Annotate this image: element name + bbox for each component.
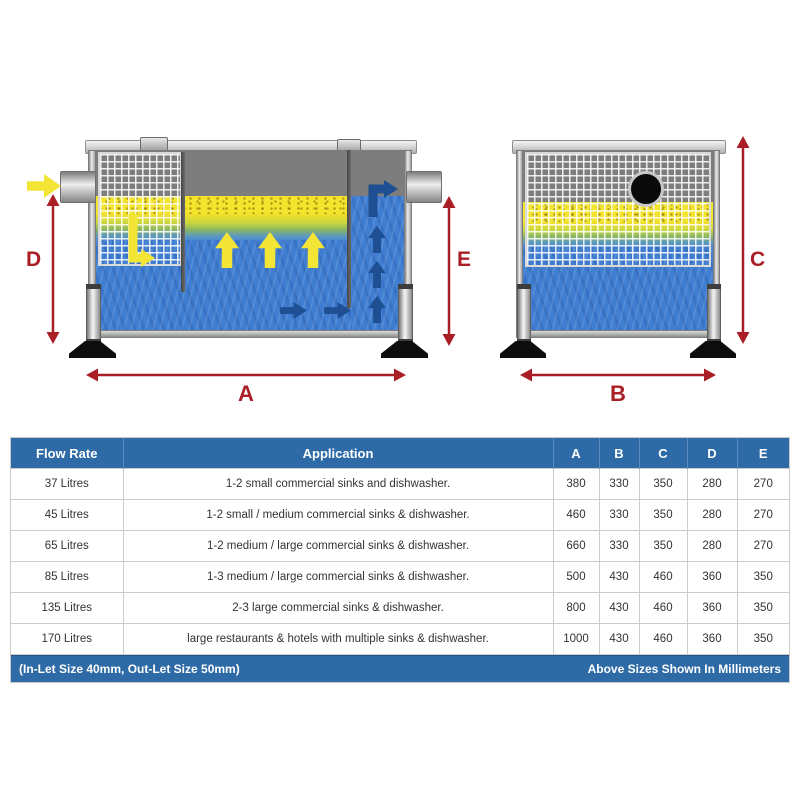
- header-application: Application: [123, 438, 554, 469]
- cell-e: 350: [736, 623, 789, 655]
- cell-c: 460: [638, 561, 688, 593]
- end-tank-bottom: [516, 330, 720, 338]
- inlet-pipe: [60, 171, 96, 203]
- inlet-downflow-arrow-icon: [128, 214, 155, 267]
- outlet-flow-arrow-icon: [368, 180, 398, 217]
- cell-e: 350: [736, 561, 789, 593]
- header-c: C: [639, 438, 688, 469]
- cell-application: large restaurants & hotels with multiple…: [122, 623, 554, 655]
- side-tank-bottom: [88, 330, 412, 338]
- cell-flow-rate: 37 Litres: [11, 468, 124, 500]
- cell-application: 1-3 medium / large commercial sinks & di…: [122, 561, 554, 593]
- dimension-arrow-c: [736, 136, 750, 344]
- cell-application: 1-2 small / medium commercial sinks & di…: [122, 499, 554, 531]
- spec-table-body: 37 Litres 1-2 small commercial sinks and…: [11, 468, 789, 655]
- end-tank-interior: [523, 150, 713, 332]
- vent-hole: [628, 171, 664, 207]
- header-e: E: [737, 438, 789, 469]
- end-mesh-screen: [525, 152, 711, 267]
- cell-flow-rate: 135 Litres: [11, 592, 124, 624]
- cell-flow-rate: 85 Litres: [11, 561, 124, 593]
- footer-units-note: Above Sizes Shown In Millimeters: [587, 662, 781, 676]
- table-header-row: Flow Rate Application A B C D E: [11, 438, 789, 469]
- cell-c: 460: [638, 592, 688, 624]
- side-view-diagram: D E A: [0, 0, 472, 410]
- dimension-label-d: D: [26, 248, 42, 271]
- footer-inlet-outlet-note: (In-Let Size 40mm, Out-Let Size 50mm): [19, 662, 240, 676]
- cell-b: 330: [598, 468, 640, 500]
- side-leg-left: [86, 284, 101, 344]
- cell-application: 1-2 small commercial sinks and dishwashe…: [122, 468, 554, 500]
- end-view-diagram: C B: [470, 0, 800, 410]
- strainer-basket-mesh: [98, 152, 182, 266]
- cell-b: 430: [598, 623, 640, 655]
- cell-a: 660: [552, 530, 600, 562]
- cell-a: 1000: [552, 623, 600, 655]
- end-leg-left: [517, 284, 531, 344]
- cell-flow-rate: 45 Litres: [11, 499, 124, 531]
- cell-e: 350: [736, 592, 789, 624]
- cell-b: 430: [598, 592, 640, 624]
- cell-e: 270: [736, 530, 789, 562]
- cell-d: 280: [686, 530, 738, 562]
- cell-e: 270: [736, 499, 789, 531]
- cell-flow-rate: 170 Litres: [11, 623, 124, 655]
- table-row: 37 Litres 1-2 small commercial sinks and…: [11, 468, 789, 500]
- cell-c: 350: [638, 499, 688, 531]
- side-leg-right: [398, 284, 413, 344]
- spec-table: Flow Rate Application A B C D E 37 Litre…: [10, 437, 790, 683]
- table-row: 85 Litres 1-3 medium / large commercial …: [11, 561, 789, 593]
- header-flow-rate: Flow Rate: [11, 438, 124, 469]
- cell-flow-rate: 65 Litres: [11, 530, 124, 562]
- cell-a: 380: [552, 468, 600, 500]
- header-d: D: [687, 438, 738, 469]
- table-row: 170 Litres large restaurants & hotels wi…: [11, 623, 789, 655]
- cell-d: 280: [686, 499, 738, 531]
- header-a: A: [553, 438, 600, 469]
- cell-a: 500: [552, 561, 600, 593]
- cell-a: 800: [552, 592, 600, 624]
- cell-d: 280: [686, 468, 738, 500]
- cell-b: 330: [598, 499, 640, 531]
- end-foot-left: [500, 341, 546, 358]
- cell-b: 430: [598, 561, 640, 593]
- dimension-arrow-d: [46, 194, 60, 344]
- cell-application: 2-3 large commercial sinks & dishwasher.: [122, 592, 554, 624]
- side-foot-left: [69, 341, 116, 358]
- cell-application: 1-2 medium / large commercial sinks & di…: [122, 530, 554, 562]
- table-footer-bar: (In-Let Size 40mm, Out-Let Size 50mm) Ab…: [11, 655, 789, 682]
- dimension-arrow-e: [442, 196, 456, 346]
- cell-d: 360: [686, 623, 738, 655]
- dimension-label-a: A: [238, 381, 254, 406]
- baffle-plate-1: [181, 152, 185, 292]
- end-leg-right: [707, 284, 721, 344]
- cell-a: 460: [552, 499, 600, 531]
- cell-b: 330: [598, 530, 640, 562]
- side-foot-right: [381, 341, 428, 358]
- cell-d: 360: [686, 592, 738, 624]
- cell-c: 350: [638, 468, 688, 500]
- cell-e: 270: [736, 468, 789, 500]
- dimension-label-e: E: [457, 248, 472, 271]
- dimension-label-b: B: [610, 381, 626, 406]
- table-row: 135 Litres 2-3 large commercial sinks & …: [11, 592, 789, 624]
- baffle-plate-2: [347, 150, 351, 308]
- dimension-arrow-a: [86, 368, 406, 382]
- end-foot-right: [690, 341, 736, 358]
- cell-c: 460: [638, 623, 688, 655]
- header-b: B: [599, 438, 640, 469]
- outlet-pipe: [406, 171, 442, 203]
- dimension-arrow-b: [520, 368, 716, 382]
- table-row: 45 Litres 1-2 small / medium commercial …: [11, 499, 789, 531]
- cell-c: 350: [638, 530, 688, 562]
- cell-d: 360: [686, 561, 738, 593]
- side-tank-interior: [96, 150, 404, 332]
- dimension-label-c: C: [750, 248, 766, 271]
- table-row: 65 Litres 1-2 medium / large commercial …: [11, 530, 789, 562]
